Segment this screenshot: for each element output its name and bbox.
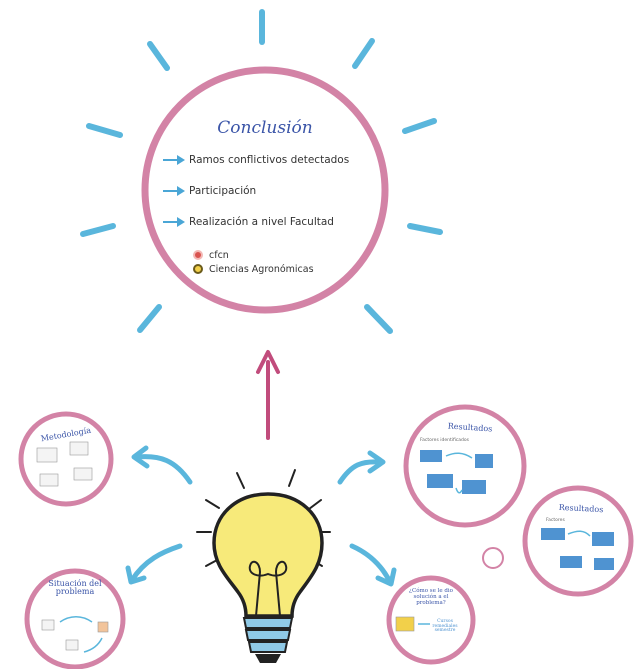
ray bbox=[147, 41, 170, 71]
bullet-label: Ramos conflictivos detectados bbox=[189, 154, 350, 166]
branch-arrows bbox=[125, 445, 397, 587]
solucion-frame[interactable] bbox=[386, 575, 476, 665]
ray bbox=[407, 223, 443, 235]
arrow-to-resultados bbox=[337, 459, 383, 485]
solucion-note-line: remediales bbox=[432, 623, 458, 629]
solucion-title-line: ¿Cómo se le dio bbox=[409, 588, 453, 594]
yellow-face-icon bbox=[193, 264, 203, 274]
sun-rays bbox=[80, 9, 443, 334]
small-frame[interactable] bbox=[482, 547, 504, 569]
resultados-frame-2[interactable] bbox=[522, 485, 634, 597]
situacion-title: Situación del problema bbox=[40, 579, 110, 597]
situacion-frame[interactable] bbox=[24, 568, 126, 669]
arrow-to-solucion bbox=[349, 543, 393, 585]
up-arrow bbox=[256, 350, 280, 440]
solucion-note-line: semestre bbox=[434, 628, 456, 634]
ray bbox=[80, 223, 116, 237]
bullet-label: Participación bbox=[189, 185, 257, 197]
ray bbox=[364, 304, 393, 334]
resultados-frame-1[interactable] bbox=[403, 404, 527, 528]
bullet-label: Realización a nivel Facultad bbox=[189, 216, 334, 228]
arrow-right-icon bbox=[163, 155, 185, 165]
metodologia-frame[interactable] bbox=[18, 411, 114, 507]
solucion-title-line: problema? bbox=[416, 599, 446, 606]
bullet-ramos: Ramos conflictivos detectados bbox=[163, 151, 349, 169]
solucion-note-line: Cursos bbox=[437, 619, 453, 624]
ray bbox=[352, 38, 375, 69]
resultados-subtitle-2: Factores bbox=[546, 518, 565, 523]
legend-label: cfcn bbox=[209, 249, 229, 261]
arrow-to-metodologia bbox=[134, 454, 193, 485]
ray bbox=[137, 304, 162, 333]
lightbulb-icon bbox=[196, 469, 331, 663]
solucion-title-line: solución a el bbox=[413, 593, 449, 600]
situacion-title-line: problema bbox=[55, 587, 95, 597]
resultados-subtitle-1: Factores identificados bbox=[420, 438, 469, 443]
legend-agronomicas: Ciencias Agronómicas bbox=[193, 262, 314, 276]
bullet-participacion: Participación bbox=[163, 182, 256, 200]
ray bbox=[86, 123, 123, 138]
situacion-title-line: Situación del bbox=[48, 579, 102, 588]
ray bbox=[402, 118, 437, 134]
solucion-note: Cursos remediales semestre bbox=[430, 619, 460, 634]
red-circle-icon bbox=[193, 250, 203, 260]
arrow-right-icon bbox=[163, 186, 185, 196]
legend-label: Ciencias Agronómicas bbox=[209, 263, 314, 275]
bullet-realizacion: Realización a nivel Facultad bbox=[163, 213, 334, 231]
conclusion-frame[interactable] bbox=[141, 66, 389, 314]
conclusion-title: Conclusión bbox=[217, 118, 313, 138]
arrow-right-icon bbox=[163, 217, 185, 227]
solucion-title: ¿Cómo se le dio solución a el problema? bbox=[403, 588, 459, 606]
arrow-to-situacion bbox=[129, 543, 183, 583]
legend-cfcn: cfcn bbox=[193, 248, 229, 262]
